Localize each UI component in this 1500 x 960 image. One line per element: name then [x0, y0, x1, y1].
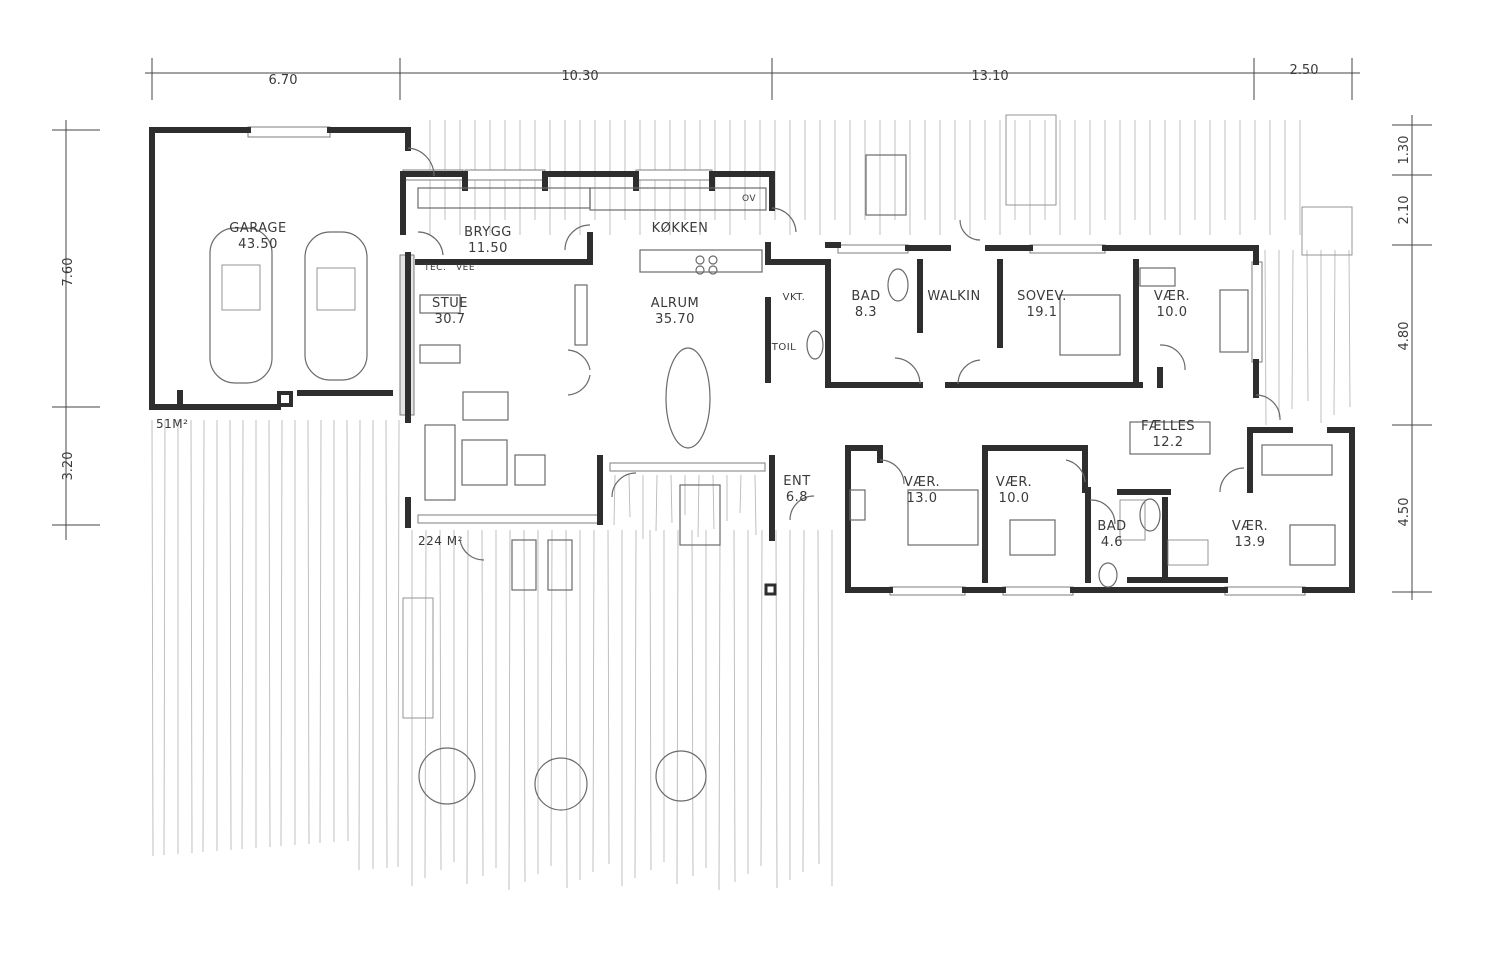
room-name: BAD	[851, 289, 880, 304]
trees	[402, 114, 1353, 811]
room-area: 30.7	[435, 312, 466, 327]
room-area: 10.0	[1157, 305, 1188, 320]
room-name: VÆR.	[904, 475, 940, 490]
room-area: 4.6	[1101, 535, 1123, 550]
house-total-area: 224 M²	[418, 534, 463, 548]
room-name: WALKIN	[927, 289, 980, 304]
garage-total-area: 51M²	[156, 417, 188, 431]
dimension-labels: 6.70 10.30 13.10 2.50 7.60 3.20 1.30 2.1…	[61, 63, 1412, 526]
room-name: VKT.	[783, 292, 806, 303]
room-name: KØKKEN	[652, 221, 709, 236]
room-area: 8.3	[855, 305, 877, 320]
room-area: 13.9	[1235, 535, 1266, 550]
room-name: GARAGE	[229, 221, 286, 236]
room-name: TOIL	[771, 342, 797, 353]
room-name: FÆLLES	[1141, 419, 1195, 434]
room-name: SOVEV.	[1017, 289, 1067, 304]
dimension-lines	[52, 58, 1432, 600]
dim-left-2: 3.20	[61, 452, 76, 481]
room-name: VÆR.	[1232, 519, 1268, 534]
room-name: ALRUM	[651, 296, 699, 311]
room-area: 12.2	[1153, 435, 1184, 450]
walls	[149, 127, 1355, 596]
dim-top-3: 13.10	[971, 69, 1008, 84]
dim-right-2: 2.10	[1397, 196, 1412, 225]
vent-label: VEE	[456, 263, 475, 273]
room-name: BAD	[1097, 519, 1126, 534]
dim-top-4: 2.50	[1290, 63, 1319, 78]
dim-right-4: 4.50	[1397, 498, 1412, 527]
oven-label: OV	[742, 194, 756, 204]
room-name: STUE	[432, 296, 468, 311]
tec-label: TEC.	[423, 263, 446, 273]
dim-top-2: 10.30	[561, 69, 598, 84]
room-area: 10.0	[999, 491, 1030, 506]
room-area: 35.70	[655, 312, 695, 327]
room-area: 11.50	[468, 241, 508, 256]
room-area: 19.1	[1027, 305, 1058, 320]
dim-right-3: 4.80	[1397, 322, 1412, 351]
room-name: VÆR.	[1154, 289, 1190, 304]
room-name: VÆR.	[996, 475, 1032, 490]
room-area: 6.8	[786, 490, 808, 505]
dim-left-1: 7.60	[61, 258, 76, 287]
dim-top-1: 6.70	[269, 73, 298, 88]
room-name: BRYGG	[464, 225, 512, 240]
room-area: 43.50	[238, 237, 278, 252]
room-name: ENT	[783, 474, 810, 489]
room-area: 13.0	[907, 491, 938, 506]
interior-details	[209, 147, 1336, 591]
terrain-hatching	[151, 120, 1351, 891]
dim-right-1: 1.30	[1397, 136, 1412, 165]
